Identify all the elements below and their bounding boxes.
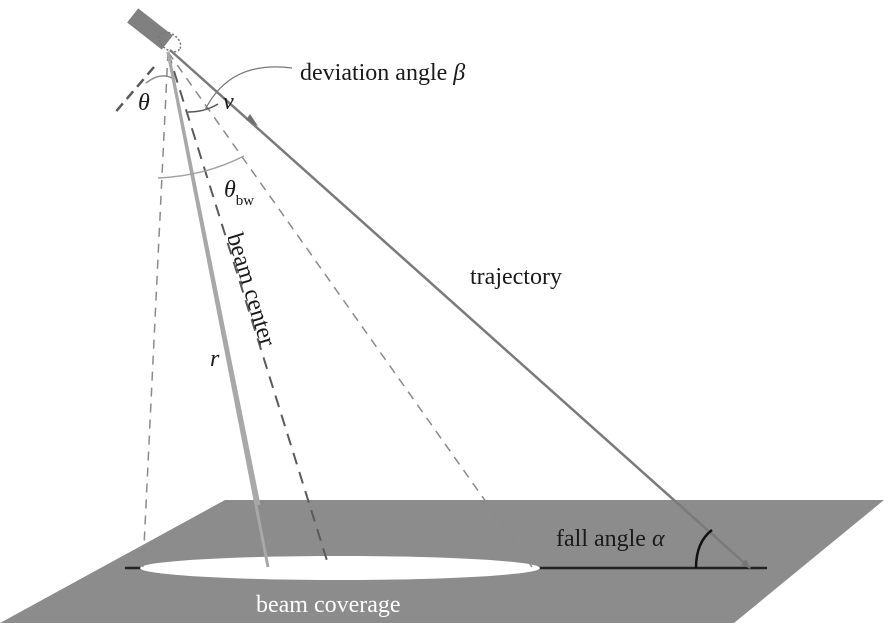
beam-edge-solid-short [166,51,261,506]
theta-bw-arc [157,155,245,179]
fall-angle-label: fall angle α [556,526,665,552]
beam-coverage-label: beam coverage [256,592,401,618]
range-label: r [210,346,220,372]
radar-seeker-icon [127,8,182,53]
theta-angle-arc [145,75,173,84]
velocity-arrow-icon [246,114,258,126]
trajectory-line [169,49,751,569]
theta-bw-label: θbw [224,177,254,209]
beam-center-label: beam center [221,230,280,349]
beam-center-dashed-line [167,51,330,568]
theta-label: θ [138,90,150,116]
trajectory-label: trajectory [470,264,562,290]
deviation-leader-line [204,66,293,111]
fall-angle-alpha-arc [694,529,713,569]
deviation-beta-arc [187,103,219,113]
theta-dashed-stub [112,66,155,116]
beam-edge-dashed-line [167,51,533,568]
vertical-reference-dashed-line [142,51,169,568]
velocity-label: v [223,89,234,115]
deviation-angle-label: deviation angle β [300,60,465,86]
beam-coverage-ellipse [140,556,540,580]
